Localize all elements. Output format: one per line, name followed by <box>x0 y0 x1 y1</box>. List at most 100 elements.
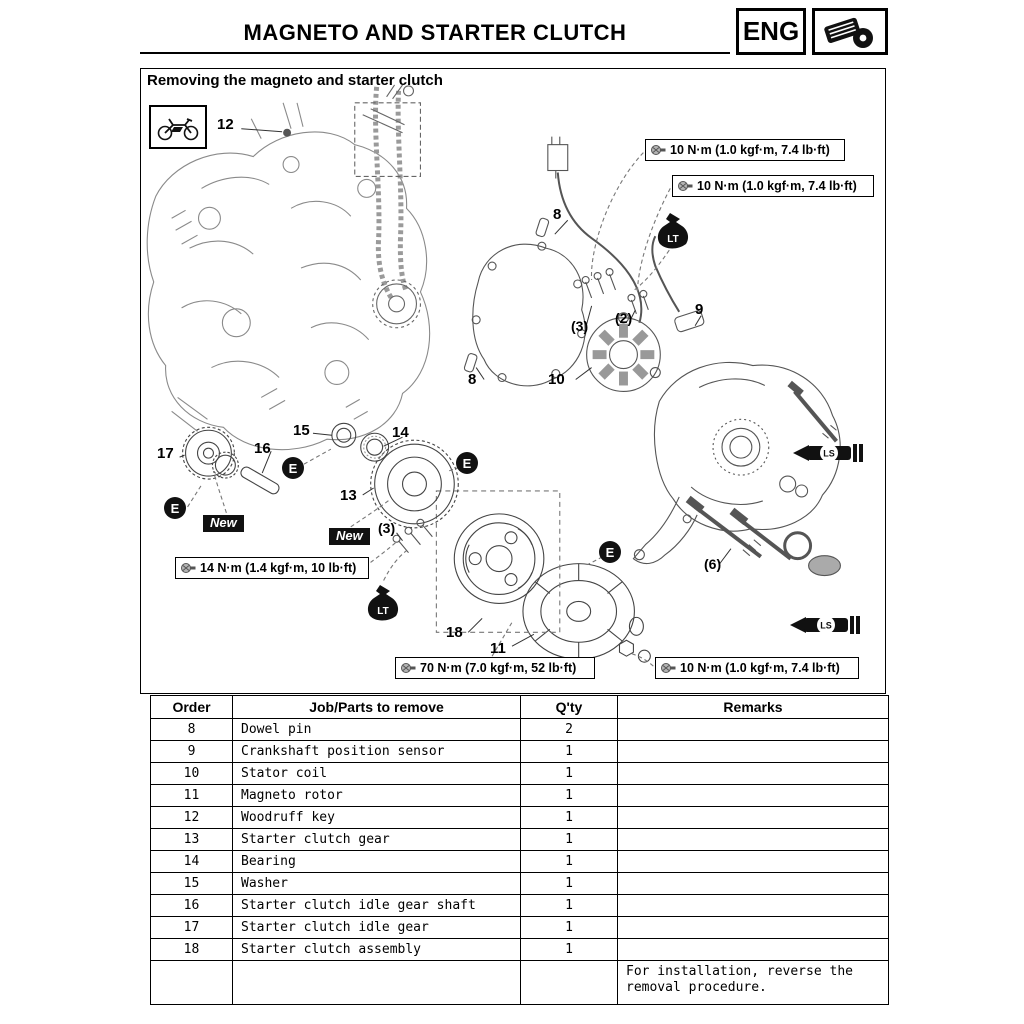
ls-tube-icon: LS <box>793 444 863 462</box>
part-label-11: 11 <box>490 640 506 657</box>
torque-text: 10 N·m (1.0 kgf·m, 7.4 lb·ft) <box>697 179 857 193</box>
cell-order: 8 <box>150 718 233 741</box>
exploded-diagram-art <box>146 84 841 667</box>
cell-remarks <box>617 916 889 939</box>
cell-remarks <box>617 740 889 763</box>
part-label-14: 14 <box>392 424 409 441</box>
parts-table: Order Job/Parts to remove Q'ty Remarks 8… <box>150 695 889 1005</box>
e-marker-letter: E <box>288 460 298 476</box>
cell-qty: 1 <box>520 894 618 917</box>
cell-remarks <box>617 850 889 873</box>
cell-order: 15 <box>150 872 233 895</box>
oil-e-marker: E <box>456 452 478 474</box>
table-footer-row: For installation, reverse the removal pr… <box>150 960 889 1005</box>
torque-text: 14 N·m (1.4 kgf·m, 10 lb·ft) <box>200 561 357 575</box>
e-marker-letter: E <box>462 455 472 471</box>
cell-qty: 1 <box>520 762 618 785</box>
language-badge: ENG <box>736 8 806 55</box>
torque-callout: 10 N·m (1.0 kgf·m, 7.4 lb·ft) <box>672 175 874 197</box>
cell-order: 12 <box>150 806 233 829</box>
part-label-9: 9 <box>695 301 704 318</box>
motorcycle-thumbnail <box>149 105 207 149</box>
screw-icon <box>181 563 196 573</box>
torque-text: 10 N·m (1.0 kgf·m, 7.4 lb·ft) <box>670 143 830 157</box>
part-label-12: 12 <box>217 116 234 133</box>
cell-remarks <box>617 762 889 785</box>
table-header-row: Order Job/Parts to remove Q'ty Remarks <box>150 695 889 719</box>
e-marker-letter: E <box>605 544 615 560</box>
ls-label: LS <box>823 449 835 459</box>
e-marker-letter: E <box>170 500 180 516</box>
exploded-view-panel: Removing the magneto and starter clutch … <box>140 68 886 694</box>
cell-qty: 1 <box>520 916 618 939</box>
page-title: MAGNETO AND STARTER CLUTCH <box>243 20 627 45</box>
cell-qty: 1 <box>520 938 618 961</box>
part-label-15: 15 <box>293 422 310 439</box>
torque-callout: 14 N·m (1.4 kgf·m, 10 lb·ft) <box>175 557 369 579</box>
cell-job: Bearing <box>232 850 521 873</box>
part-label-13: 13 <box>340 487 357 504</box>
header-job: Job/Parts to remove <box>232 695 521 719</box>
cell-remarks <box>617 784 889 807</box>
part-label-10: 10 <box>548 371 565 388</box>
cell-job: Magneto rotor <box>232 784 521 807</box>
cell-qty: 1 <box>520 806 618 829</box>
chapter-icon-box <box>812 8 888 55</box>
lt-bottle-icon: LT <box>657 213 689 249</box>
ls-tube-icon: LS <box>790 616 860 634</box>
lt-label: LT <box>377 606 388 617</box>
cell-job: Crankshaft position sensor <box>232 740 521 763</box>
cell-job: Starter clutch idle gear shaft <box>232 894 521 917</box>
motorcycle-icon <box>157 118 199 141</box>
cell-qty: 2 <box>520 718 618 741</box>
cell-order: 16 <box>150 894 233 917</box>
engine-icon <box>824 17 873 48</box>
cell-remarks <box>617 938 889 961</box>
cell-job: Starter clutch assembly <box>232 938 521 961</box>
screw-icon <box>651 145 666 155</box>
cell-order: 11 <box>150 784 233 807</box>
cell-remarks <box>617 806 889 829</box>
cell-remarks <box>617 872 889 895</box>
cell-qty: 1 <box>520 784 618 807</box>
cell-order: 9 <box>150 740 233 763</box>
cell-order: 14 <box>150 850 233 873</box>
cell-order: 10 <box>150 762 233 785</box>
cell-remarks <box>617 828 889 851</box>
cell-qty: 1 <box>520 850 618 873</box>
torque-callout: 10 N·m (1.0 kgf·m, 7.4 lb·ft) <box>655 657 859 679</box>
new-part-badge: New <box>329 528 370 545</box>
title-underline <box>140 52 730 54</box>
qty-label: (3) <box>571 318 589 334</box>
cell-order: 17 <box>150 916 233 939</box>
cell-order: 13 <box>150 828 233 851</box>
cell-job: Dowel pin <box>232 718 521 741</box>
cell-remarks <box>617 894 889 917</box>
screw-icon <box>678 181 693 191</box>
cell-job: Woodruff key <box>232 806 521 829</box>
cell-job: Starter clutch idle gear <box>232 916 521 939</box>
diagram-caption: Removing the magneto and starter clutch <box>147 72 443 89</box>
torque-callout: 70 N·m (7.0 kgf·m, 52 lb·ft) <box>395 657 595 679</box>
cell-remarks: For installation, reverse the removal pr… <box>617 960 889 1005</box>
cell-job: Starter clutch gear <box>232 828 521 851</box>
cell-remarks <box>617 718 889 741</box>
oil-e-marker: E <box>164 497 186 519</box>
screw-icon <box>401 663 416 673</box>
part-label-8: 8 <box>553 206 562 223</box>
oil-e-marker: E <box>282 457 304 479</box>
part-label-18: 18 <box>446 624 463 641</box>
